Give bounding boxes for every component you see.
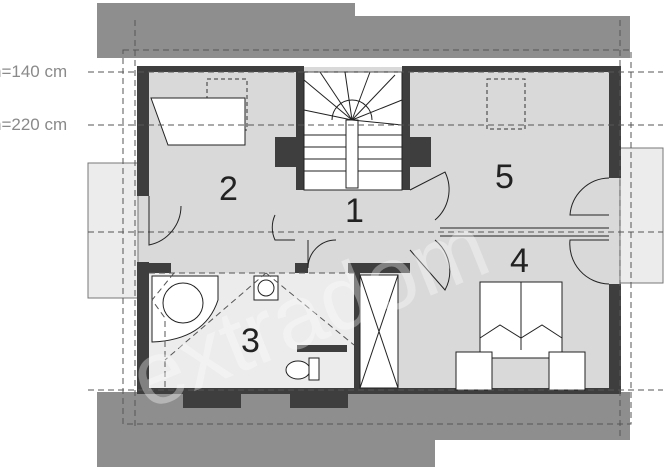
room-label-3: 3: [241, 322, 260, 360]
height-note-140: h=140 cm: [0, 62, 68, 81]
sofa-room-2: [150, 97, 246, 146]
height-note-220: h=220 cm: [0, 115, 68, 134]
roof-overhang: [97, 3, 630, 467]
bathroom-fixtures: [151, 275, 320, 381]
room-label-5: 5: [495, 158, 514, 196]
wardrobe: [359, 274, 399, 389]
dashed-guides: [88, 20, 663, 440]
room-label-1: 1: [345, 192, 364, 230]
staircase: [303, 71, 403, 191]
room-label-2: 2: [219, 170, 238, 208]
room-label-4: 4: [510, 242, 529, 280]
doors: [148, 171, 610, 291]
bed: [455, 281, 586, 391]
walls: [137, 66, 621, 408]
